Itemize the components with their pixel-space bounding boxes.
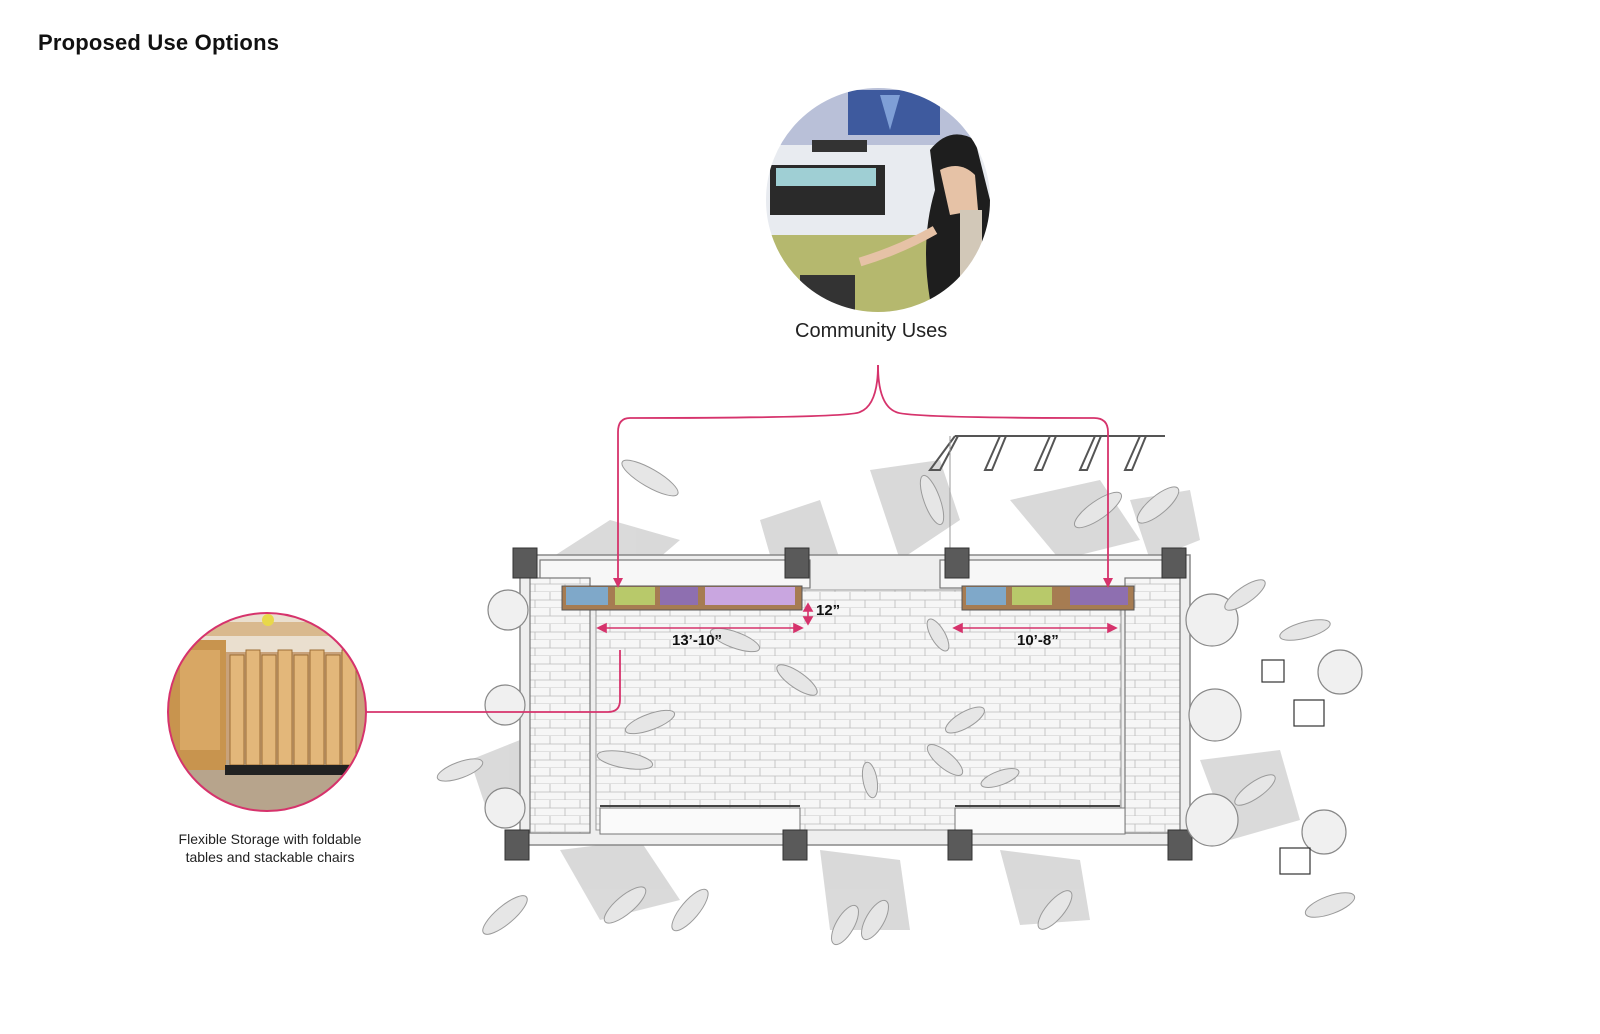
posts [504, 547, 1193, 861]
display-height-label: 12” [816, 602, 841, 619]
flexible-storage-caption-line-2: tables and stackable chairs [185, 849, 355, 865]
community-callout-bracket [613, 364, 1113, 588]
flexible-storage-photo [167, 612, 367, 812]
flexible-storage-caption: Flexible Storage with foldable tables an… [150, 830, 390, 866]
right-display-width-label: 10’-8” [1017, 632, 1059, 649]
community-uses-caption: Community Uses [795, 320, 948, 342]
display-case-right [961, 585, 1135, 611]
outdoor-seating [484, 589, 1363, 875]
storage-callout-leader [366, 650, 621, 713]
pedestrians [436, 459, 1356, 946]
page-title: Proposed Use Options [38, 30, 280, 55]
community-uses-photo [764, 86, 992, 314]
left-display-width-label: 13’-10” [672, 632, 723, 649]
canopy-structure [928, 435, 1165, 560]
dimension-lines [596, 602, 1118, 634]
display-case-left [561, 585, 803, 611]
flexible-storage-caption-line-1: Flexible Storage with foldable [178, 831, 362, 847]
plaza [519, 554, 1191, 846]
